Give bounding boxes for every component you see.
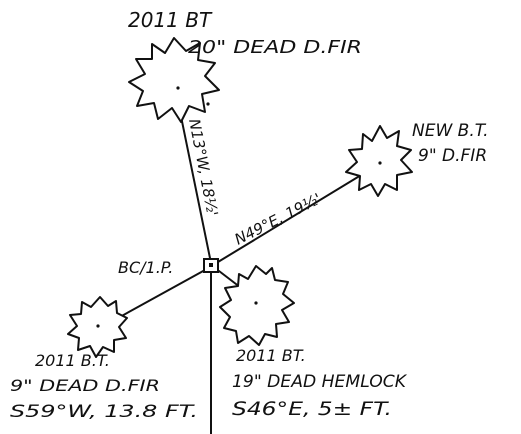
- east-tree-year: NEW B.T.: [412, 121, 489, 141]
- line-to-southwest-tree: [117, 269, 206, 319]
- north-tree-center: [176, 86, 180, 90]
- north-tree-mark: [206, 102, 210, 106]
- southwest-tree-bearing: S59°W, 13.8 FT.: [10, 402, 198, 422]
- corner-post: [203, 258, 219, 273]
- southeast-tree-bearing: S46°E, 5± FT.: [232, 398, 392, 420]
- southwest-tree-center: [96, 324, 100, 328]
- east-tree-bearing: N49°E, 19½': [232, 190, 324, 249]
- corner-post-cap: [209, 263, 213, 267]
- southeast-tree-crown: [219, 265, 295, 346]
- east-tree-center: [378, 161, 382, 165]
- line-to-east-tree: [217, 165, 377, 263]
- southwest-tree-year: 2011 B.T.: [35, 351, 110, 370]
- north-tree-crown: [128, 37, 220, 123]
- corner-label: BC/1.P.: [118, 258, 173, 277]
- southeast-tree-year: 2011 BT.: [236, 346, 306, 365]
- north-tree-description: 20" DEAD D.FIR: [188, 37, 362, 58]
- east-tree-description: 9" D.FIR: [418, 146, 487, 166]
- east-tree-crown: [345, 125, 413, 197]
- southeast-tree-center: [254, 301, 258, 305]
- southeast-tree-description: 19" DEAD HEMLOCK: [232, 372, 408, 392]
- north-tree-year: 2011 BT: [128, 8, 213, 32]
- southwest-tree-description: 9" DEAD D.FIR: [10, 376, 160, 395]
